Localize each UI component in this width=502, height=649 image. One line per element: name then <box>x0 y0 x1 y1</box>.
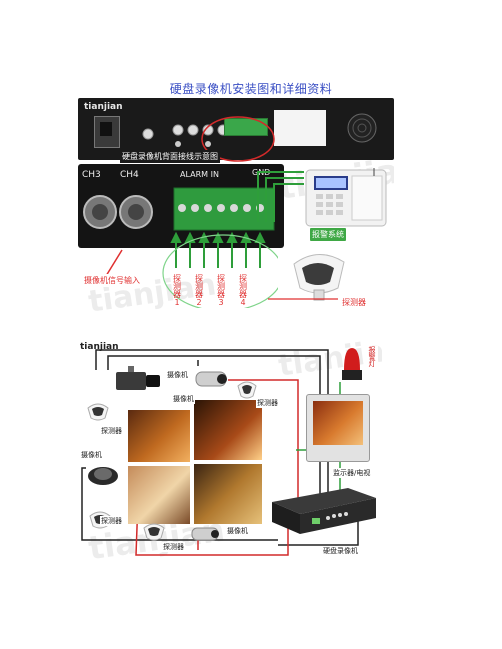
pir-detector-icon <box>293 254 345 301</box>
fan-icon <box>347 113 377 143</box>
document-title: 硬盘录像机安装图和详细资料 <box>169 82 333 96</box>
figure-system-diagram: tianjian tianjian tianjian 摄像机 <box>78 340 382 565</box>
bullet-camera-icon-bottom <box>191 527 219 541</box>
detector-label-left: 探测器 <box>100 426 123 436</box>
alarm-in-label: ALARM IN <box>180 170 219 179</box>
monitor-label: 监示器/电视 <box>332 468 372 478</box>
detector-column-text: 探测器 <box>194 274 204 298</box>
power-socket-hole <box>100 122 112 136</box>
camera-input-pointer <box>105 249 123 277</box>
monitor-body <box>306 394 370 462</box>
monitor-screen <box>313 401 363 445</box>
detector-label-bottom-mid: 探测器 <box>162 542 185 552</box>
ch4-label: CH4 <box>120 170 139 180</box>
figure-back-panel-wiring: tianjian tianjian tianjian 硬盘录像 <box>78 98 394 328</box>
store-photo-4 <box>194 464 262 524</box>
detector-label-bottom-left: 探测器 <box>100 516 123 526</box>
detector-label: 探测器 <box>340 296 368 309</box>
detector-column-text: 探测器 <box>216 274 226 298</box>
bullet-camera-icon <box>195 371 227 387</box>
detector-pointer <box>268 298 338 300</box>
ch3-label: CH3 <box>82 170 101 180</box>
dome-camera-icon <box>88 467 118 485</box>
camera-label-bottom: 摄像机 <box>226 526 249 536</box>
alarm-system-label: 报警系统 <box>310 228 346 241</box>
dvr-label: 硬盘录像机 <box>322 546 359 556</box>
brand-logo: tianjian <box>84 102 123 112</box>
camera-label-top-mid: 摄像机 <box>172 394 195 404</box>
detector-column-text: 探测器 <box>172 274 182 298</box>
alarm-light-icon <box>342 348 362 380</box>
store-photo-3 <box>128 466 190 524</box>
alarm-keypad-icon <box>305 168 387 227</box>
detector-label-top: 探测器 <box>256 398 279 408</box>
detector-wires <box>162 231 278 308</box>
box-camera-icon <box>116 366 160 390</box>
camera-input-label: 摄像机信号输入 <box>82 274 142 287</box>
store-photo-2 <box>194 400 262 460</box>
detector-column-num: 3 <box>218 298 224 307</box>
detector-icon-left <box>87 403 109 421</box>
store-photo-1 <box>128 410 190 462</box>
detector-column-text: 探测器 <box>238 274 248 298</box>
alarm-system-wires <box>257 171 304 222</box>
highlight-circle <box>201 116 275 162</box>
camera-label-dome: 摄像机 <box>80 450 103 460</box>
system-wiring <box>81 349 359 556</box>
detector-icon-bottom-mid <box>143 523 165 541</box>
camera-label-top-left: 摄像机 <box>166 370 189 380</box>
back-panel-caption: 硬盘录像机背面接线示意图 <box>120 150 220 163</box>
detector-icon-top <box>237 381 257 399</box>
detector-column-num: 2 <box>196 298 202 307</box>
detector-column-num: 1 <box>174 298 180 307</box>
detector-column-num: 4 <box>240 298 246 307</box>
brand-logo-2: tianjian <box>80 342 119 352</box>
spec-sticker <box>274 110 326 146</box>
dvr-unit-icon <box>272 488 376 534</box>
dvr-back-panel: tianjian <box>78 98 394 160</box>
alarm-light-label: 报警灯 <box>366 346 378 367</box>
